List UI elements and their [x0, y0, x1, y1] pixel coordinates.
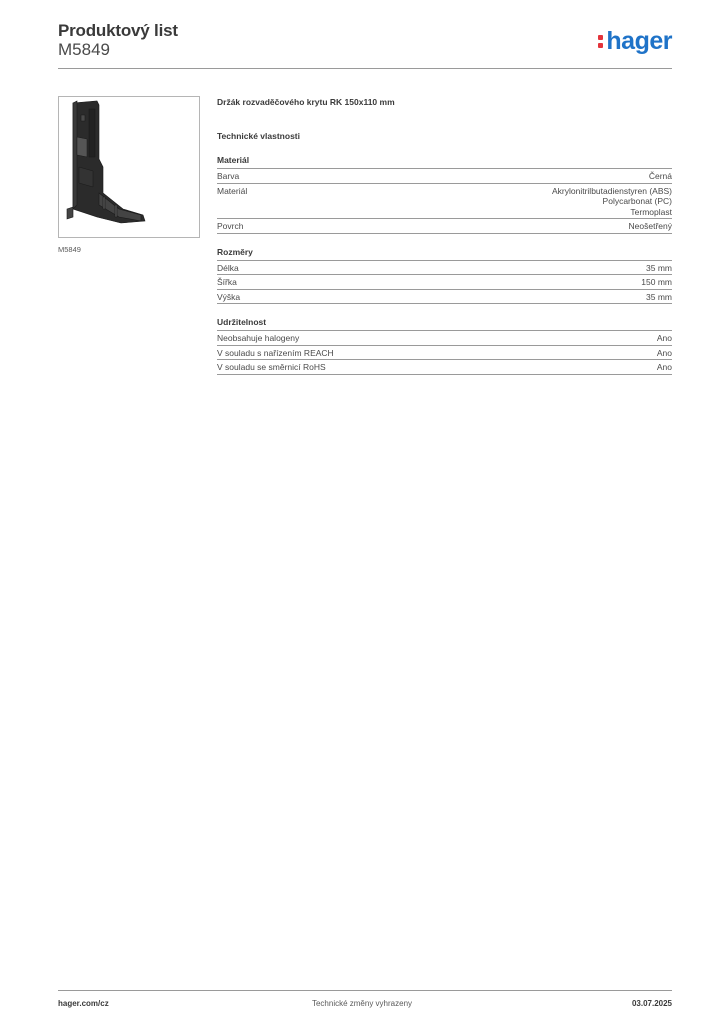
section-material: Materiál Barva Černá Materiál Akrylonitr…	[217, 155, 672, 234]
spec-value: Akrylonitrilbutadienstyren (ABS) Polycar…	[552, 185, 672, 217]
spec-row: Barva Černá	[217, 169, 672, 184]
spec-row: Povrch Neošetřený	[217, 219, 672, 234]
spec-row: V souladu s nařízením REACH Ano	[217, 346, 672, 360]
spec-label: Výška	[217, 291, 241, 302]
logo-text: hager	[606, 27, 672, 55]
spec-row: V souladu se směrnicí RoHS Ano	[217, 360, 672, 375]
spec-row: Výška 35 mm	[217, 290, 672, 304]
hager-logo[interactable]: hager	[598, 27, 672, 56]
spec-label: Délka	[217, 262, 239, 273]
spec-label: V souladu s nařízením REACH	[217, 347, 334, 358]
product-image-frame	[58, 96, 200, 238]
spec-value: Ano	[656, 362, 672, 372]
page-title: Produktový list	[58, 21, 178, 40]
product-name: Držák rozvaděčového krytu RK 150x110 mm	[217, 97, 395, 107]
section-dimensions: Rozměry Délka 35 mm Šířka 150 mm Výška 3…	[217, 247, 672, 304]
section-sustainability: Udržitelnost Neobsahuje halogeny Ano V s…	[217, 317, 672, 375]
product-code-heading: M5849	[58, 40, 110, 59]
footer-website-link[interactable]: hager.com/cz	[58, 999, 109, 1008]
spec-label: Barva	[217, 171, 240, 181]
spec-row: Neobsahuje halogeny Ano	[217, 331, 672, 346]
section-title: Rozměry	[217, 247, 672, 261]
spec-value: Ano	[656, 333, 672, 343]
spec-value: Neošetřený	[628, 221, 672, 231]
spec-value: 35 mm	[646, 262, 672, 273]
spec-value: 150 mm	[641, 277, 672, 287]
technical-properties-heading: Technické vlastnosti	[217, 131, 300, 141]
spec-label: Materiál	[217, 185, 248, 196]
spec-label: V souladu se směrnicí RoHS	[217, 362, 326, 372]
footer-divider	[58, 990, 672, 991]
section-title: Materiál	[217, 155, 672, 169]
product-image-caption: M5849	[58, 245, 81, 254]
spec-value: 35 mm	[646, 291, 672, 302]
logo-dots-icon	[598, 29, 604, 51]
spec-label: Šířka	[217, 277, 237, 287]
spec-row: Šířka 150 mm	[217, 275, 672, 290]
section-title: Udržitelnost	[217, 317, 672, 331]
footer-date: 03.07.2025	[631, 999, 672, 1008]
spec-row: Materiál Akrylonitrilbutadienstyren (ABS…	[217, 184, 672, 219]
spec-label: Povrch	[217, 221, 244, 231]
product-details: Držák rozvaděčového krytu RK 150x110 mm …	[217, 96, 672, 375]
header-divider	[58, 68, 672, 69]
footer-note: Technické změny vyhrazeny	[311, 999, 413, 1008]
spec-row: Délka 35 mm	[217, 261, 672, 275]
spec-value: Černá	[648, 171, 672, 181]
spec-value: Ano	[656, 347, 672, 358]
product-image	[66, 100, 146, 224]
spec-label: Neobsahuje halogeny	[217, 333, 300, 343]
